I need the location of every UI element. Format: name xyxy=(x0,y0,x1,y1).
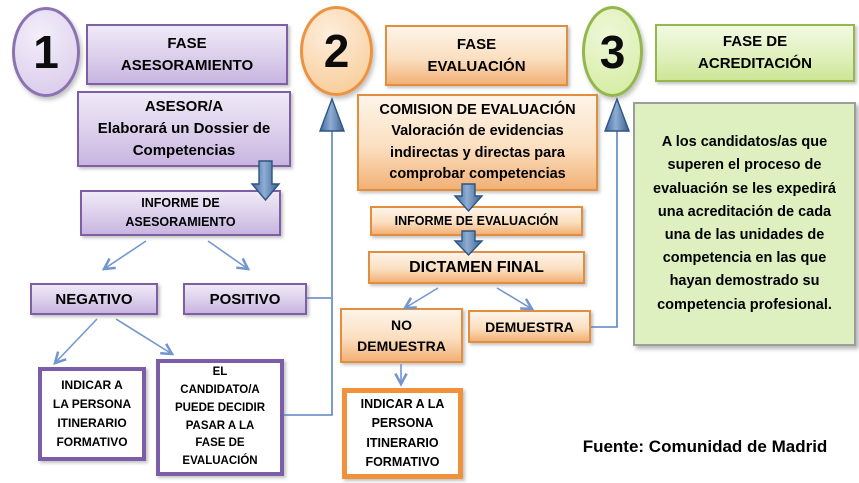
candidato-decision-text: EL CANDIDATO/A PUEDE DECIDIR PASAR A LA … xyxy=(174,366,266,468)
source-caption: Fuente: Comunidad de Madrid xyxy=(582,437,828,456)
arrow-dictamen-to-demuestra xyxy=(496,287,535,311)
phase1-informe-text: INFORME DE ASESORAMIENTO xyxy=(125,196,236,229)
arrowhead-into-phase3-badge xyxy=(603,97,631,132)
comision-evaluacion-text: COMISION DE EVALUACIÓN Valoración de evi… xyxy=(379,102,576,182)
arrow-informe-to-positivo xyxy=(207,240,251,271)
dictamen-final-box: DICTAMEN FINAL xyxy=(368,251,585,284)
phase1-indicar-itinerario-box: INDICAR A LA PERSONA ITINERARIO FORMATIV… xyxy=(38,367,146,461)
connector-candidato-to-phase2 xyxy=(284,130,333,416)
phase3-body-text: A los candidatos/as que superen el proce… xyxy=(653,134,836,313)
phase3-number-badge: 3 xyxy=(582,6,643,97)
candidato-decision-box: EL CANDIDATO/A PUEDE DECIDIR PASAR A LA … xyxy=(156,359,284,476)
phase2-title-box: FASE EVALUACIÓN xyxy=(385,25,568,86)
phase2-indicar-text: INDICAR A LA PERSONA ITINERARIO FORMATIV… xyxy=(360,396,445,469)
phase1-asesor-text: ASESOR/A Elaborará un Dossier de Compete… xyxy=(97,98,271,159)
phase2-indicar-itinerario-box: INDICAR A LA PERSONA ITINERARIO FORMATIV… xyxy=(342,388,463,479)
demuestra-box: DEMUESTRA xyxy=(468,310,591,343)
positivo-box: POSITIVO xyxy=(183,283,307,315)
no-demuestra-box: NO DEMUESTRA xyxy=(340,308,463,363)
arrow-negativo-to-indicar xyxy=(53,318,98,365)
phase1-title-box: FASE ASESORAMIENTO xyxy=(86,24,288,85)
positivo-label: POSITIVO xyxy=(209,290,281,308)
phase3-title-box: FASE DE ACREDITACIÓN xyxy=(655,24,855,82)
arrowhead-into-phase2-badge xyxy=(318,97,346,132)
phase1-number-badge: 1 xyxy=(12,7,80,97)
phase1-indicar-text: INDICAR A LA PERSONA ITINERARIO FORMATIV… xyxy=(52,377,132,450)
phase1-informe-box: INFORME DE ASESORAMIENTO xyxy=(80,190,281,236)
arrow-informe-to-negativo xyxy=(101,240,147,271)
phase2-title: FASE EVALUACIÓN xyxy=(427,35,526,75)
phase1-asesor-box: ASESOR/A Elaborará un Dossier de Compete… xyxy=(77,91,291,167)
phase2-informe-box: INFORME DE EVALUACIÓN xyxy=(370,206,583,236)
phase2-informe-text: INFORME DE EVALUACIÓN xyxy=(394,214,559,228)
no-demuestra-label: NO DEMUESTRA xyxy=(357,316,446,354)
phase2-number: 2 xyxy=(323,25,350,77)
phase2-number-badge: 2 xyxy=(300,6,373,96)
phase1-number: 1 xyxy=(33,26,59,78)
phase3-number: 3 xyxy=(599,25,626,78)
phase1-title: FASE ASESORAMIENTO xyxy=(120,34,254,74)
dictamen-final-text: DICTAMEN FINAL xyxy=(409,258,544,276)
negativo-label: NEGATIVO xyxy=(55,290,133,308)
phase3-title: FASE DE ACREDITACIÓN xyxy=(698,33,812,72)
arrow-dictamen-to-no-demuestra xyxy=(402,287,439,310)
phase3-acreditacion-text-box: A los candidatos/as que superen el proce… xyxy=(633,102,856,346)
demuestra-label: DEMUESTRA xyxy=(485,318,574,335)
negativo-box: NEGATIVO xyxy=(30,283,158,315)
comision-evaluacion-box: COMISION DE EVALUACIÓN Valoración de evi… xyxy=(357,94,598,191)
arrow-negativo-to-candidato xyxy=(115,318,175,356)
